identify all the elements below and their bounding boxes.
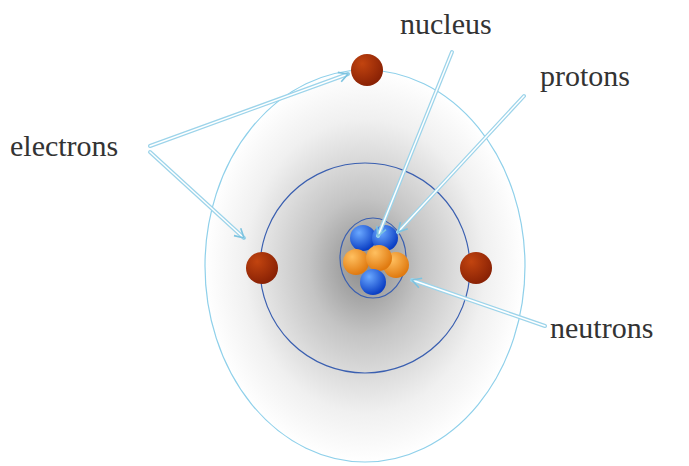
leader-arrow xyxy=(398,96,524,232)
part-label: neutrons xyxy=(550,310,653,346)
leader-arrow xyxy=(150,74,348,146)
part-label: electrons xyxy=(10,128,118,164)
proton xyxy=(360,269,386,295)
neutron xyxy=(366,245,392,271)
inner-orbit xyxy=(260,163,470,373)
leader-arrow xyxy=(412,280,545,326)
part-label: nucleus xyxy=(400,6,492,42)
outer-orbit xyxy=(205,70,525,462)
part-label: protons xyxy=(540,58,630,94)
neutron xyxy=(343,249,369,275)
leader-arrow xyxy=(150,152,244,238)
electron xyxy=(246,252,278,284)
electron xyxy=(351,54,383,86)
electron xyxy=(460,252,492,284)
leader-arrow xyxy=(378,52,452,236)
